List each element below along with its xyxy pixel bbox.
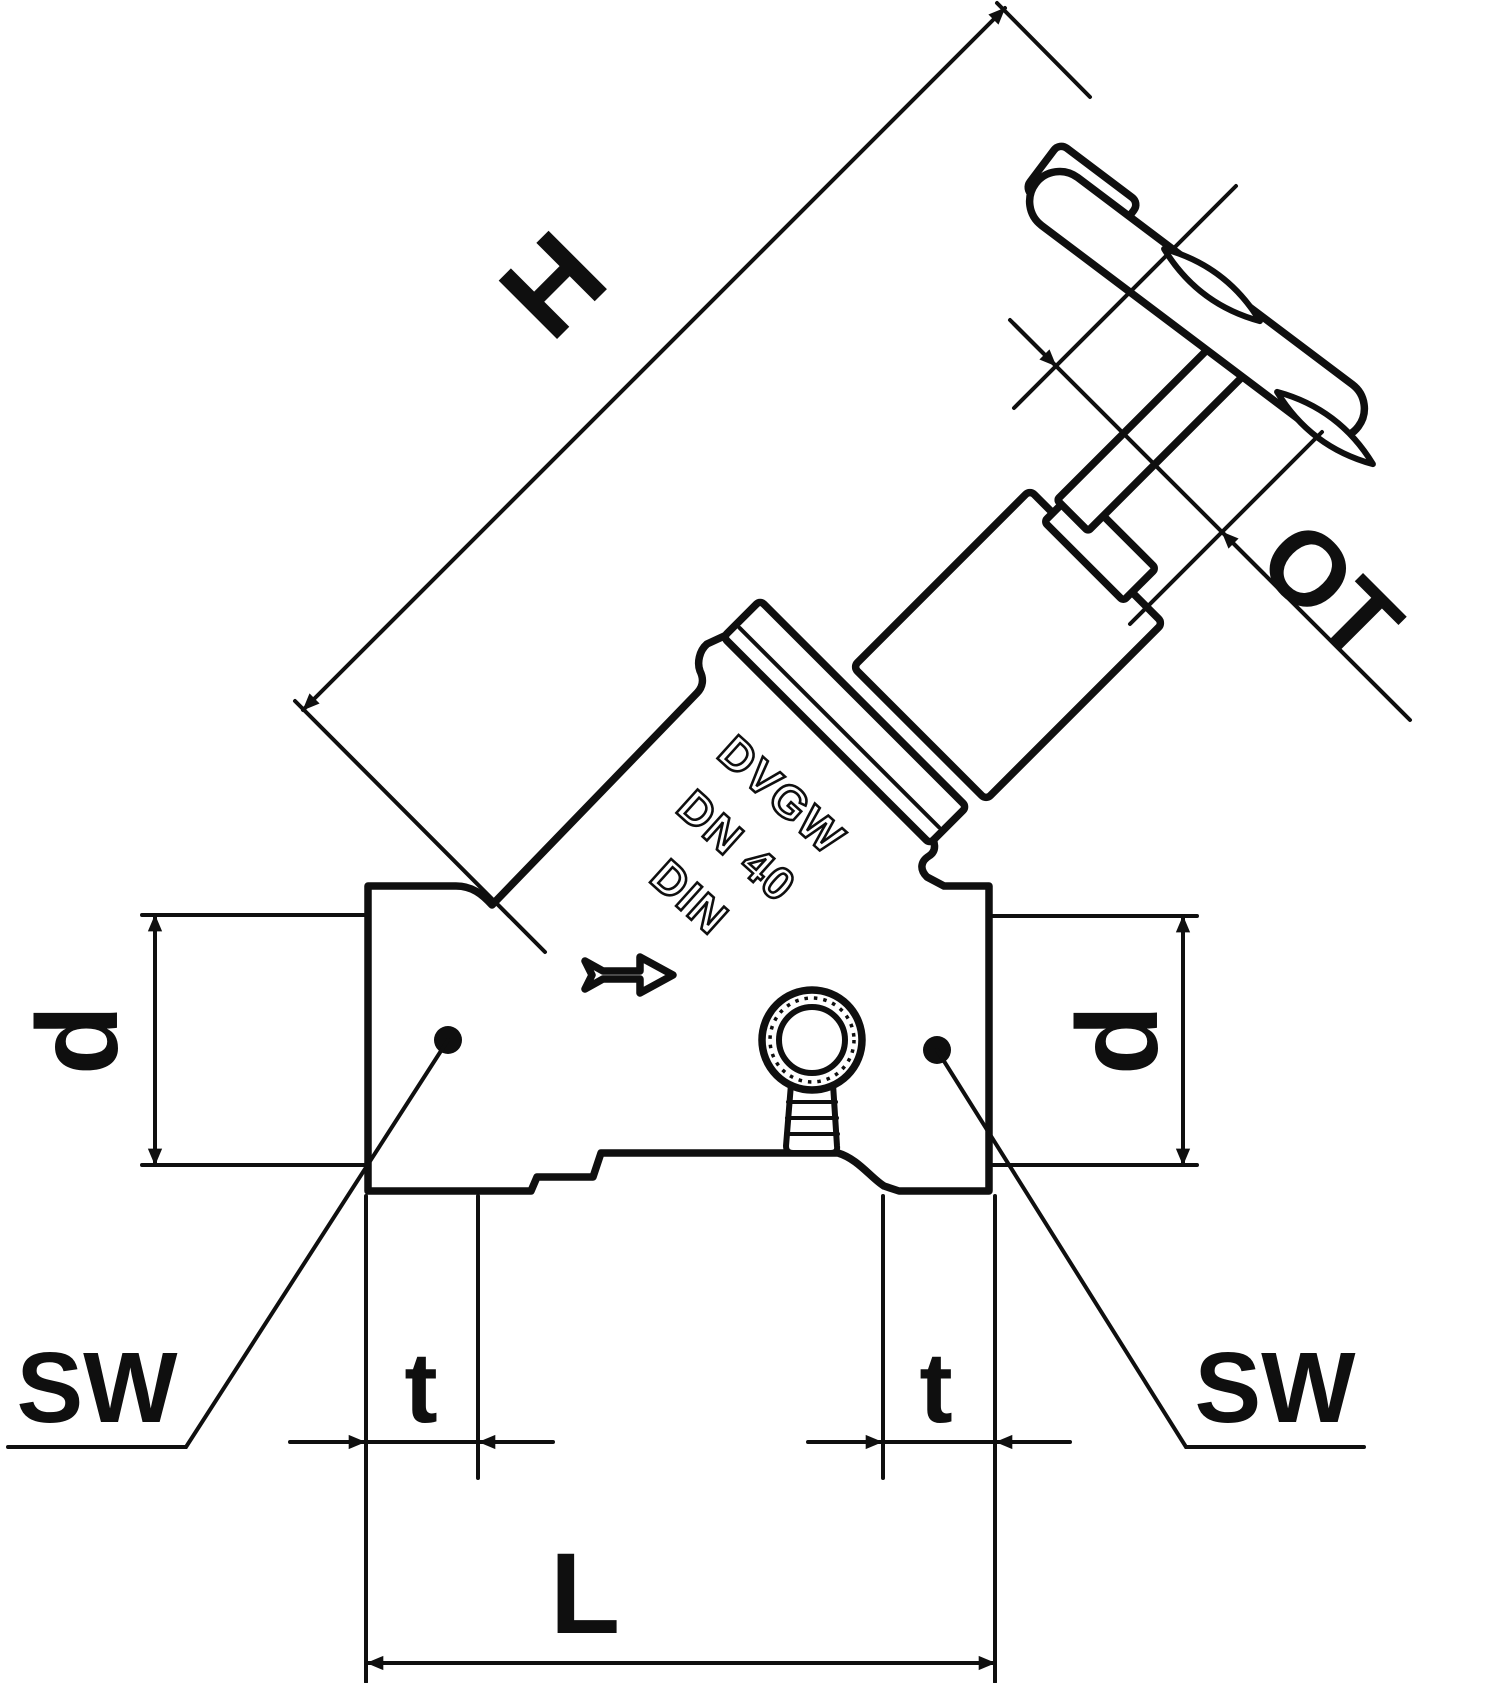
label-h: H — [475, 207, 631, 363]
leader-sw-left: SW — [6, 1026, 462, 1449]
dimension-t-left: t — [288, 1194, 555, 1683]
drain-valve — [758, 986, 866, 1156]
handwheel-spoke — [1161, 245, 1263, 325]
dimension-d-right: d — [991, 914, 1199, 1167]
label-t-right: t — [919, 1332, 952, 1444]
leader-sw-right: SW — [923, 1036, 1366, 1449]
flow-direction-arrow-icon — [581, 953, 677, 997]
dimension-d-left: d — [14, 913, 369, 1167]
label-d-right: d — [1054, 1005, 1182, 1075]
label-d-left: d — [14, 1005, 142, 1075]
label-sw-right: SW — [1194, 1332, 1356, 1444]
label-l: L — [550, 1530, 620, 1658]
handwheel-spoke — [1274, 388, 1376, 468]
label-sw-left: SW — [16, 1332, 178, 1444]
dimension-t-right: t — [806, 1194, 1072, 1683]
label-ot: OT — [1237, 499, 1423, 685]
dimension-L: L — [365, 1530, 997, 1671]
label-t-left: t — [404, 1332, 437, 1444]
